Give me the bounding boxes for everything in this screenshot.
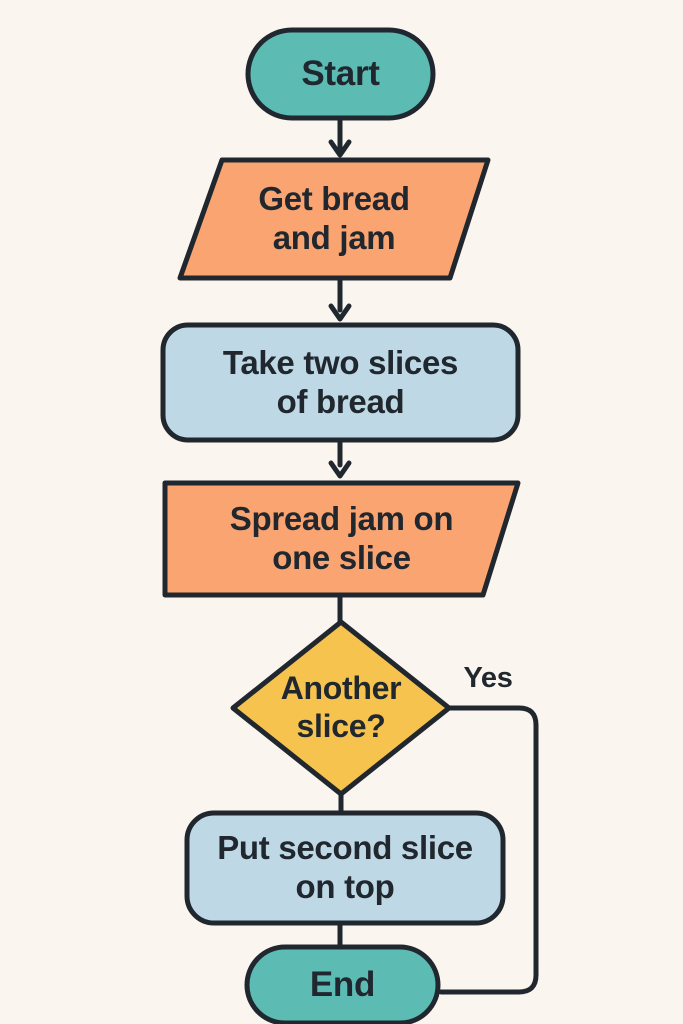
edge-get-bread-to-take-two: [328, 275, 352, 322]
arrowhead-down-icon: [328, 139, 352, 158]
node-get-bread-shape: [177, 157, 491, 281]
node-end-shape: [244, 944, 441, 1024]
arrowhead-down-icon: [328, 303, 352, 322]
edge-take-two-to-spread: [328, 437, 352, 479]
node-put-second-slice-shape: [184, 810, 506, 926]
node-start-shape: [245, 27, 436, 121]
edge-decision-yes-to-end: [438, 705, 539, 995]
arrowhead-down-icon: [328, 460, 352, 479]
node-spread-jam-shape: [162, 480, 521, 598]
edge-line: [438, 705, 539, 995]
node-take-two-slices-shape: [160, 322, 521, 443]
node-another-slice-shape: [230, 619, 452, 797]
